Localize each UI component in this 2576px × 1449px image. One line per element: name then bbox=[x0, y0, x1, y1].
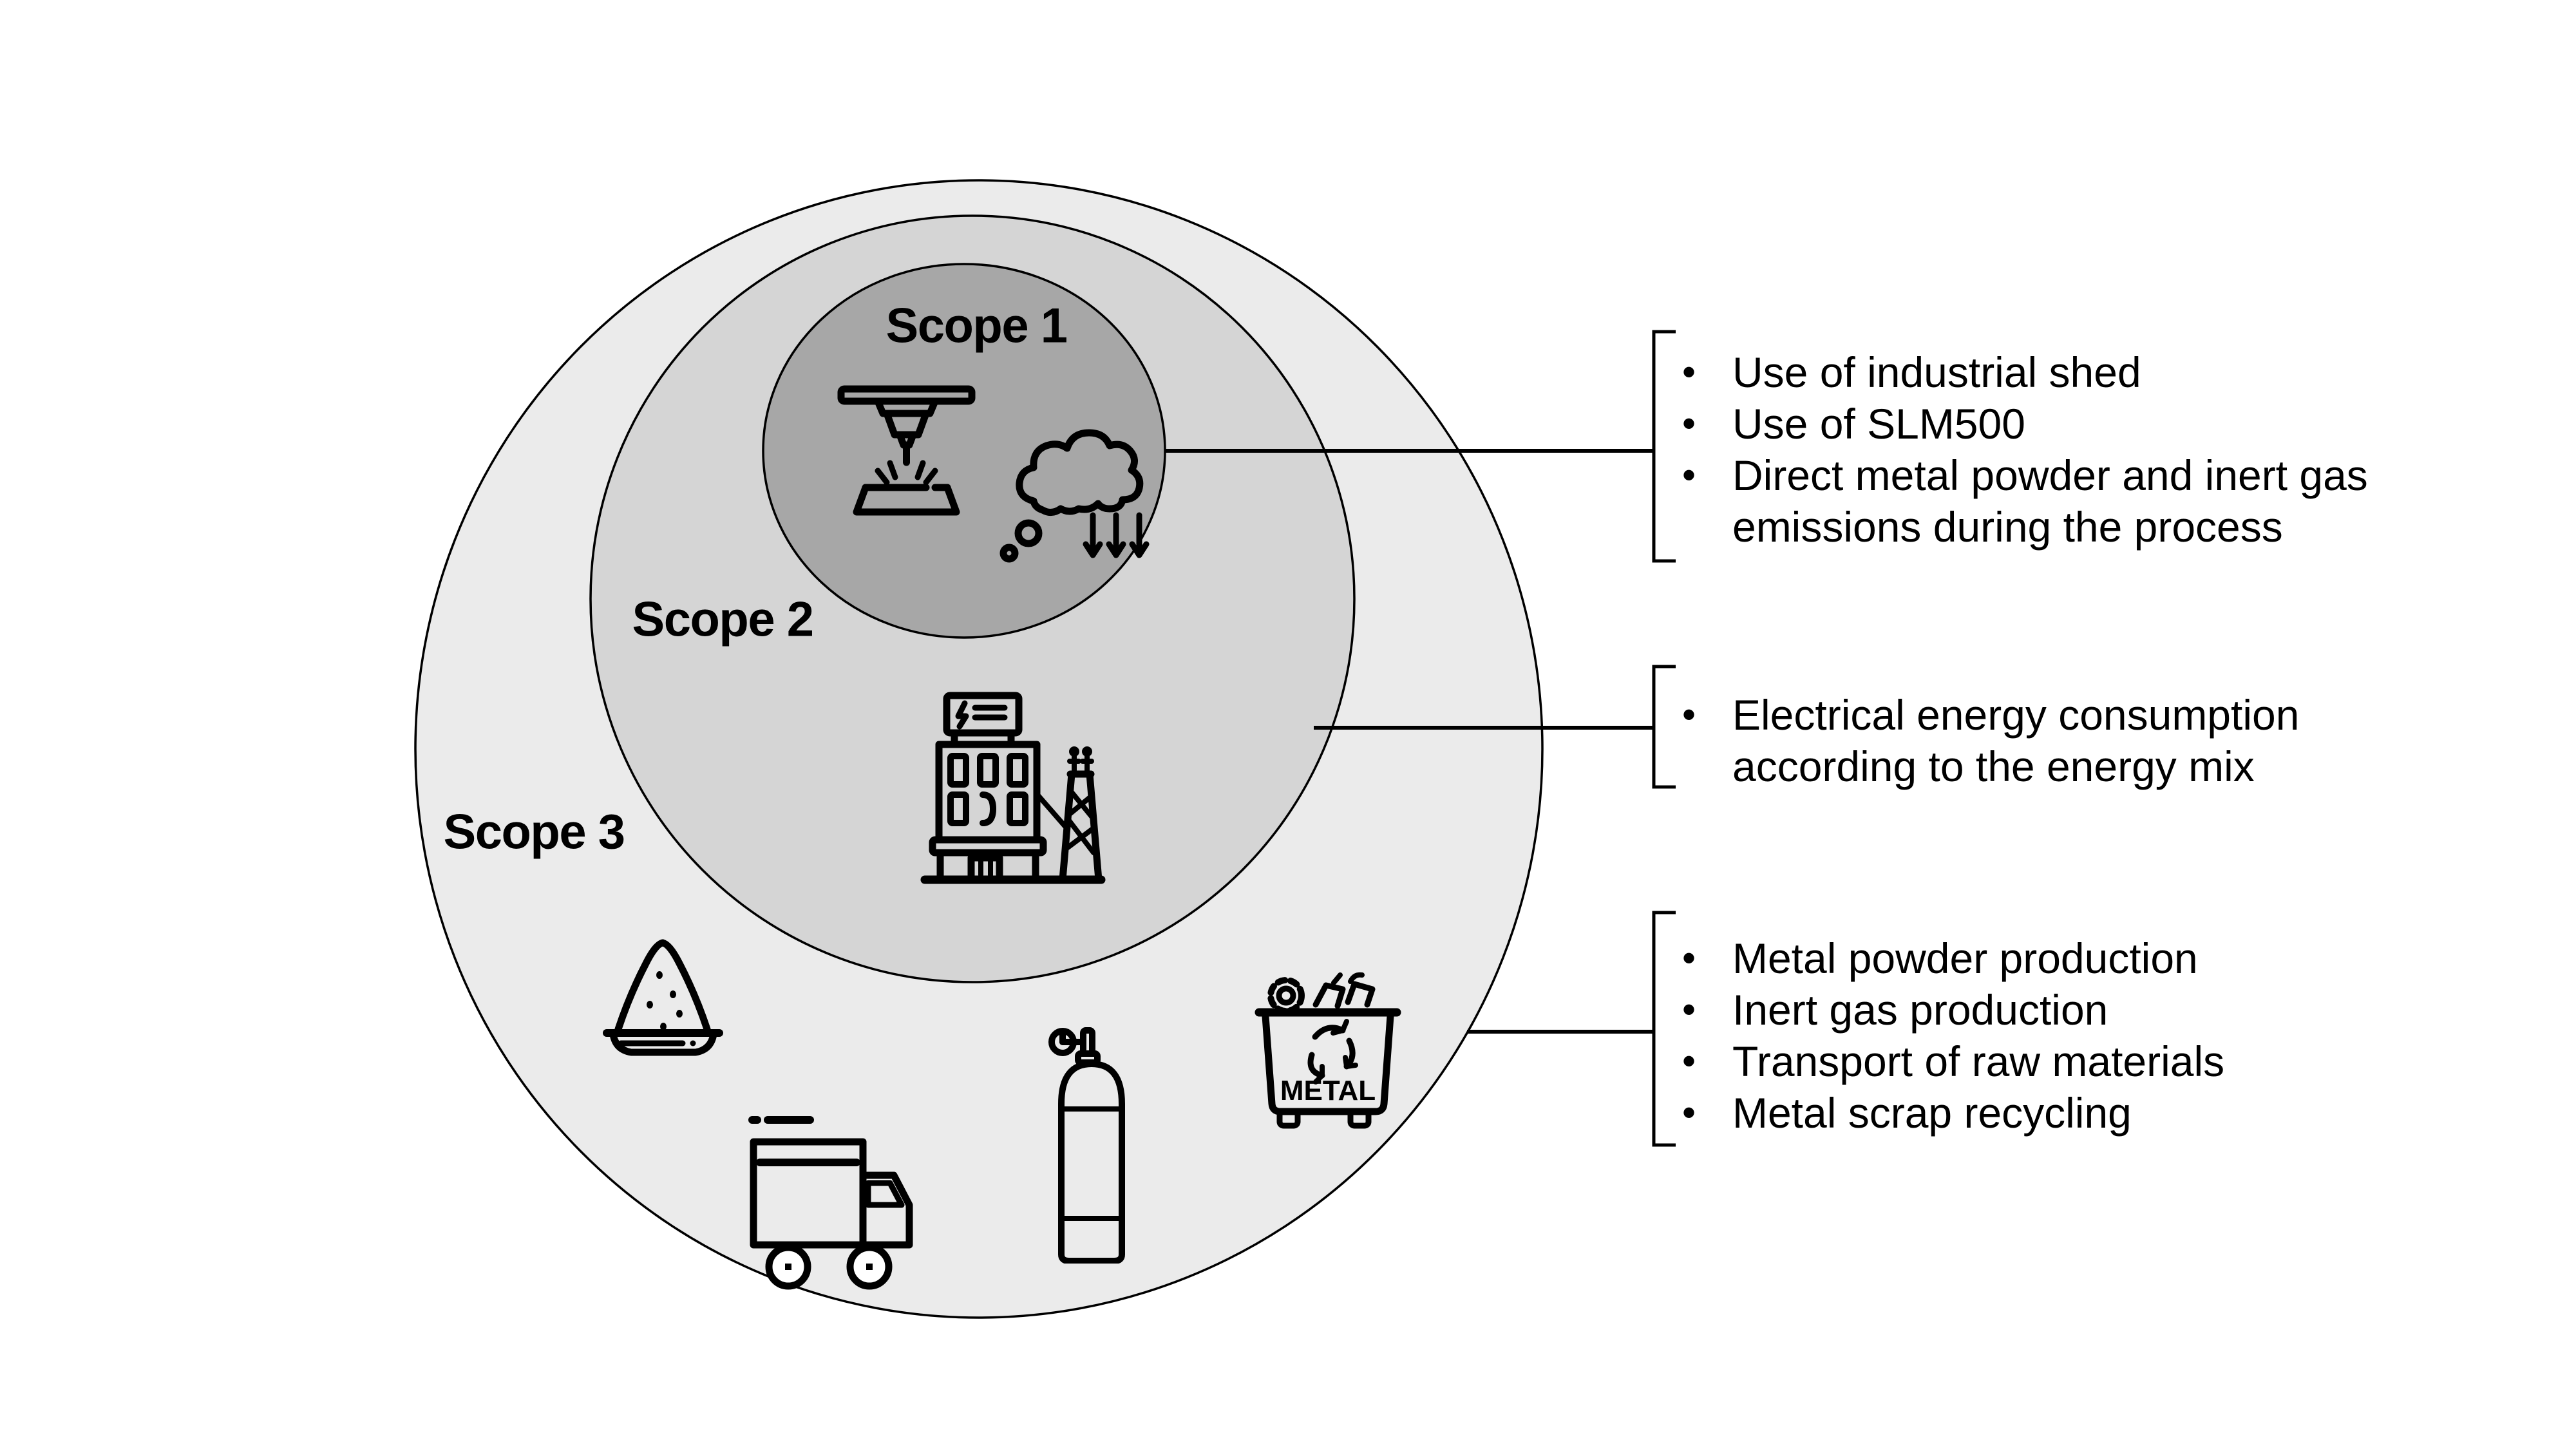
scope-1-label: Scope 1 bbox=[886, 298, 1068, 354]
scope-3-bracket bbox=[1652, 911, 1676, 1147]
scope-2-bracket bbox=[1652, 665, 1676, 789]
annotation-text: Metal scrap recycling bbox=[1732, 1089, 2132, 1137]
slm-laser-icon bbox=[837, 385, 976, 516]
annotation-text: Metal powder production bbox=[1732, 934, 2198, 982]
gas-cylinder-icon bbox=[1048, 1027, 1125, 1264]
delivery-truck-icon bbox=[748, 1116, 913, 1290]
bullet-glyph: • bbox=[1682, 453, 1696, 497]
scope-1-bracket bbox=[1652, 330, 1676, 563]
annotation-text: Direct metal powder and inert gas emissi… bbox=[1732, 451, 2368, 551]
list-item: • Electrical energy consumption accordin… bbox=[1682, 689, 2474, 792]
scope-3-annotation-list: • Metal powder production • Inert gas pr… bbox=[1682, 933, 2474, 1139]
bullet-glyph: • bbox=[1682, 1091, 1696, 1134]
emission-cloud-icon bbox=[999, 429, 1150, 563]
list-item: • Inert gas production bbox=[1682, 984, 2474, 1036]
bullet-glyph: • bbox=[1682, 350, 1696, 393]
scope-1-annotation-list: • Use of industrial shed • Use of SLM500… bbox=[1682, 346, 2474, 553]
list-item: • Use of SLM500 bbox=[1682, 398, 2474, 450]
metal-powder-plate-icon bbox=[603, 939, 723, 1056]
annotation-text: Transport of raw materials bbox=[1732, 1037, 2225, 1085]
annotation-text: Inert gas production bbox=[1732, 986, 2108, 1034]
scope-1-circle bbox=[762, 263, 1166, 639]
list-item: • Metal scrap recycling bbox=[1682, 1087, 2474, 1139]
list-item: • Metal powder production bbox=[1682, 933, 2474, 984]
power-plant-icon bbox=[920, 692, 1106, 884]
metal-scrap-bin-icon: METAL bbox=[1255, 972, 1401, 1129]
bullet-glyph: • bbox=[1682, 693, 1696, 736]
annotation-text: Use of SLM500 bbox=[1732, 400, 2025, 448]
bullet-glyph: • bbox=[1682, 1039, 1696, 1083]
scope-2-label: Scope 2 bbox=[632, 592, 814, 647]
scope-3-label: Scope 3 bbox=[443, 804, 625, 860]
bullet-glyph: • bbox=[1682, 988, 1696, 1031]
annotation-text: Use of industrial shed bbox=[1732, 348, 2141, 396]
bullet-glyph: • bbox=[1682, 936, 1696, 980]
bin-metal-label: METAL bbox=[1280, 1075, 1376, 1106]
list-item: • Transport of raw materials bbox=[1682, 1036, 2474, 1087]
scope-2-annotation-list: • Electrical energy consumption accordin… bbox=[1682, 689, 2474, 792]
annotation-text: Electrical energy consumption according … bbox=[1732, 691, 2300, 790]
list-item: • Direct metal powder and inert gas emis… bbox=[1682, 450, 2474, 553]
list-item: • Use of industrial shed bbox=[1682, 346, 2474, 398]
bullet-glyph: • bbox=[1682, 402, 1696, 445]
